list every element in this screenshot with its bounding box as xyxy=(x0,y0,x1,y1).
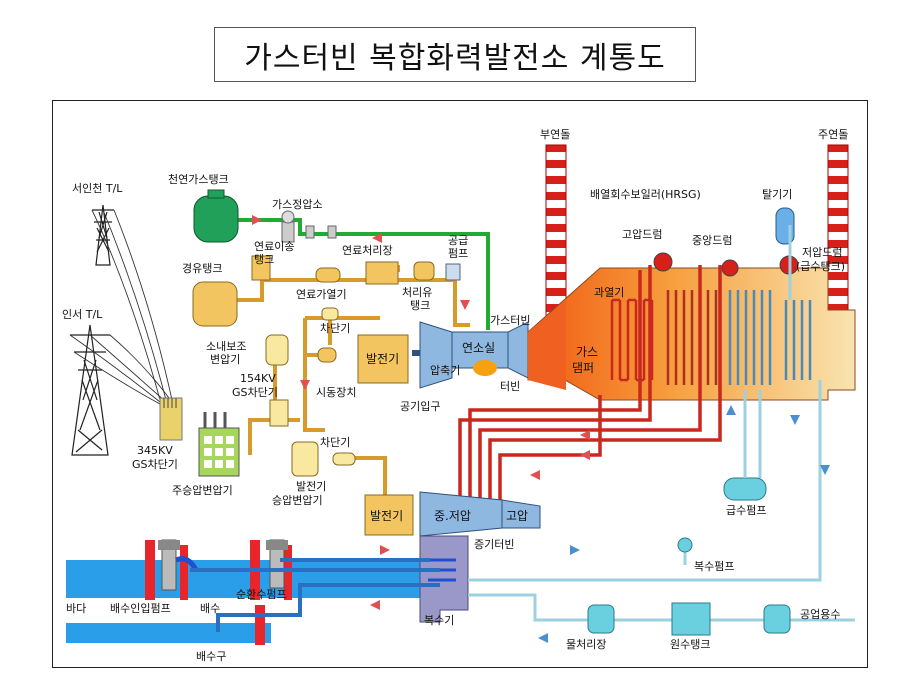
step-up-transformer-icon xyxy=(291,441,319,477)
intake-pump-icon xyxy=(158,539,199,591)
label-compressor: 압축기 xyxy=(430,364,460,377)
label-gas-damper: 가스 xyxy=(576,345,598,359)
label-main-transformer: 주승압변압기 xyxy=(172,484,233,497)
label-bypass-stack: 부연돌 xyxy=(540,128,570,141)
fuel-treatment-icon xyxy=(365,261,399,285)
label-supply-pump: 공급 xyxy=(448,234,468,247)
supply-pump-icon xyxy=(445,263,461,281)
label-sea: 바다 xyxy=(66,602,86,615)
natural-gas-line xyxy=(237,218,490,330)
label-lng-tank: 천연가스탱크 xyxy=(168,172,229,186)
label-fuel-transfer-2: 탱크 xyxy=(254,253,274,266)
gas-turbine-icon xyxy=(412,321,529,389)
label-turbine: 터빈 xyxy=(500,380,520,393)
gas-tank-icon xyxy=(193,189,239,243)
label-aux-transformer-2: 변압기 xyxy=(210,353,240,366)
diagram-frame xyxy=(52,100,868,668)
label-lp-drum-2: (급수탱크) xyxy=(796,260,845,273)
label-345kv: 345KV xyxy=(137,444,173,457)
label-inseo-tl: 인서 T/L xyxy=(62,308,103,321)
label-generator-1: 발전기 xyxy=(366,352,399,366)
label-main-stack: 주연돌 xyxy=(818,128,848,141)
starter-icon xyxy=(317,347,337,363)
title-box: 가스터빈 복합화력발전소 계통도 xyxy=(214,27,696,82)
main-transformer-icon xyxy=(198,412,240,477)
page-title: 가스터빈 복합화력발전소 계통도 xyxy=(244,40,666,76)
label-industrial-water: 공업용수 xyxy=(800,608,840,621)
generator-1-icon xyxy=(357,334,409,384)
label-fuel-heater: 연료가열기 xyxy=(296,288,347,301)
label-breaker-top: 차단기 xyxy=(320,322,350,335)
steam-turbine-icon xyxy=(419,491,541,537)
label-condensate-pump: 복수펌프 xyxy=(694,560,734,573)
fuel-heater-icon xyxy=(315,267,341,283)
aux-transformer-icon xyxy=(265,334,289,366)
label-water-treatment: 물처리장 xyxy=(566,638,606,651)
label-154kv: 154KV xyxy=(240,372,276,385)
gs-breaker-154-icon xyxy=(269,399,289,427)
condensate-pump-icon xyxy=(677,537,693,553)
label-condenser: 복수기 xyxy=(424,614,454,627)
label-aux-transformer: 소내보조 xyxy=(206,340,246,353)
water-treatment-icon xyxy=(587,604,615,634)
transmission-lines xyxy=(69,209,173,405)
tower-inseo xyxy=(70,324,110,456)
fuel-transfer-tank-icon xyxy=(251,255,271,281)
breaker-top-icon xyxy=(321,307,339,321)
treated-oil-tank-icon xyxy=(413,261,435,281)
label-breaker-mid: 차단기 xyxy=(320,436,350,449)
condenser-icon xyxy=(419,535,469,623)
label-generator-2: 발전기 xyxy=(370,509,403,523)
label-combustor: 연소실 xyxy=(462,341,495,355)
label-gas-regulator: 가스정압소 xyxy=(272,198,323,211)
oil-tank-icon xyxy=(192,281,238,327)
main-stack-icon xyxy=(827,144,849,311)
label-lp-drum: 저압드럼 xyxy=(802,246,842,259)
cooling-water-lines xyxy=(190,558,440,632)
label-fuel-transfer: 연료이송 xyxy=(254,240,294,253)
label-gas-damper-2: 댐퍼 xyxy=(572,361,594,375)
label-154-gs-breaker: GS차단기 xyxy=(232,386,278,399)
label-supply-pump-2: 펌프 xyxy=(448,247,468,260)
label-st-hp: 고압 xyxy=(506,509,528,523)
label-oil-tank: 경유탱크 xyxy=(182,262,222,275)
label-starter: 시동장치 xyxy=(316,386,356,399)
label-treated-oil-2: 탱크 xyxy=(410,299,430,312)
tower-seoincheon xyxy=(92,204,114,266)
drums xyxy=(653,207,799,277)
label-outfall: 배수구 xyxy=(196,650,226,663)
circulation-pump-icon xyxy=(266,539,288,589)
breaker-mid-icon xyxy=(332,452,356,466)
label-air-inlet: 공기입구 xyxy=(400,400,440,413)
label-circulation-pump: 순환수펌프 xyxy=(236,588,287,601)
label-hrsg: 배열회수보일러(HRSG) xyxy=(590,187,701,201)
label-seoincheon-tl: 서인천 T/L xyxy=(72,181,123,195)
feed-pump-icon xyxy=(723,477,767,501)
label-ip-drum: 중앙드럼 xyxy=(692,234,732,247)
label-raw-water-tank: 원수탱크 xyxy=(670,638,710,651)
label-st-ip-lp: 중.저압 xyxy=(434,509,471,523)
label-hp-drum: 고압드럼 xyxy=(622,228,662,241)
label-feed-pump: 급수펌프 xyxy=(726,504,766,517)
label-generator-2b: 발전기 xyxy=(296,480,326,493)
label-treated-oil: 처리유 xyxy=(402,286,432,299)
water-arrows xyxy=(538,405,830,643)
label-step-up-transformer: 승압변압기 xyxy=(272,494,323,507)
industrial-water-icon xyxy=(763,604,791,634)
label-intake-pump: 배수인입펌프 xyxy=(110,602,171,615)
generator-2-icon xyxy=(364,494,414,536)
label-345-gs-breaker: GS차단기 xyxy=(132,458,178,471)
raw-water-tank-icon xyxy=(671,602,711,636)
label-superheater: 과열기 xyxy=(594,286,624,299)
hrsg-tubes xyxy=(610,290,812,385)
gas-regulator-icon xyxy=(281,210,337,243)
label-deaerator: 탈기기 xyxy=(762,188,792,201)
label-drain: 배수 xyxy=(200,602,220,615)
label-steam-turbine: 증기터빈 xyxy=(474,538,514,551)
label-gas-turbine: 가스터빈 xyxy=(490,314,530,327)
label-fuel-treatment: 연료처리장 xyxy=(342,244,393,257)
gs-breaker-345-icon xyxy=(159,397,183,441)
flow-arrows xyxy=(252,215,590,610)
